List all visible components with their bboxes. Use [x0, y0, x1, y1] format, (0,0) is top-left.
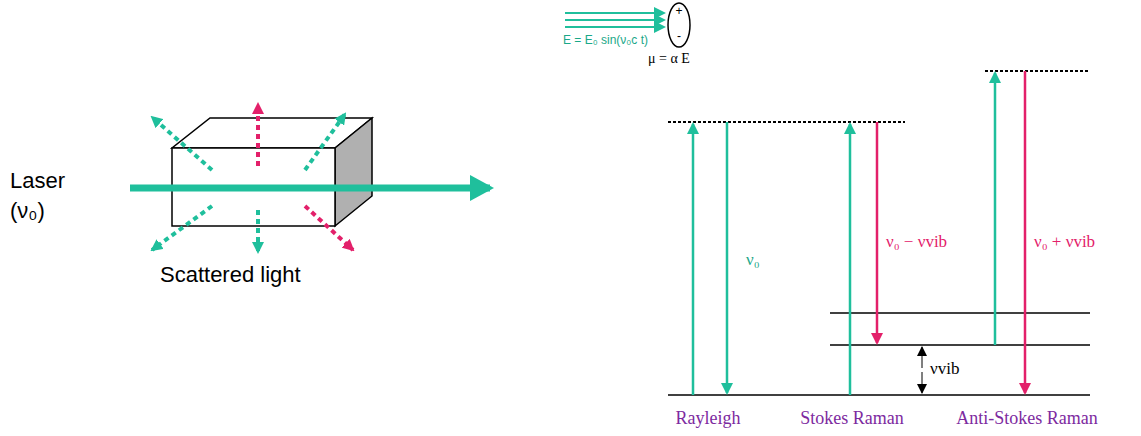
sample-block — [172, 118, 372, 226]
charge-sign: - — [677, 29, 681, 43]
incident-field — [565, 13, 664, 27]
transitions — [693, 71, 1025, 395]
field-equation: E = E₀ sin(ν₀c t) — [563, 33, 648, 47]
frequency-label: ν₀ — [746, 250, 760, 270]
charge-sign: + — [675, 4, 682, 18]
process-name: Anti-Stokes Raman — [956, 408, 1098, 430]
process-name: Rayleigh — [676, 408, 741, 430]
energy-levels — [668, 71, 1090, 395]
frequency-label: ν₀ + νvib — [1034, 232, 1095, 252]
laser-beam — [130, 185, 490, 192]
scattered-rays — [152, 104, 353, 252]
frequency-label: νvib — [930, 359, 959, 379]
frequency-label: ν₀ − νvib — [886, 232, 947, 252]
scattered-label: Scattered light — [160, 262, 301, 288]
laser-label: Laser (ν₀) — [10, 166, 92, 225]
dipole-equation: μ = α E — [648, 51, 690, 68]
process-name: Stokes Raman — [800, 408, 904, 430]
dipole — [668, 3, 690, 47]
vib-gap-arrow — [922, 347, 923, 393]
